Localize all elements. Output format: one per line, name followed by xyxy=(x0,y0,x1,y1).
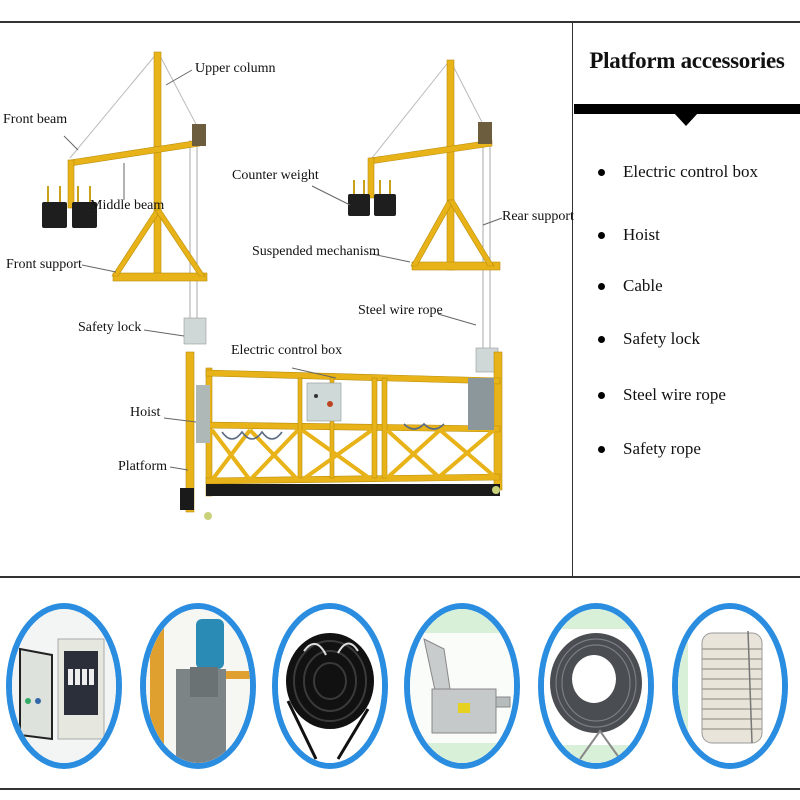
callout-front-support: Front support xyxy=(6,257,82,272)
gondola-illustration xyxy=(42,51,503,520)
accessories-panel: Platform accessories Electric control bo… xyxy=(574,22,800,577)
accessory-item: Cable xyxy=(598,276,663,296)
bullet-icon xyxy=(598,391,605,399)
bullet-icon xyxy=(598,282,605,290)
accessory-item: Hoist xyxy=(598,225,660,245)
bullet-icon xyxy=(598,168,605,176)
callout-steel-wire-rope: Steel wire rope xyxy=(358,303,443,318)
gondola-diagram xyxy=(0,22,573,577)
down-pointer-icon xyxy=(674,113,698,126)
bullet-icon xyxy=(598,335,605,343)
callout-front-beam: Front beam xyxy=(3,112,68,127)
safety-lock-icon xyxy=(404,603,520,769)
callout-counter-weight: Counter weight xyxy=(232,168,319,183)
callout-suspended-mechanism: Suspended mechanism xyxy=(252,244,380,259)
callout-electric-control-box: Electric control box xyxy=(231,343,343,358)
wire-rope-icon xyxy=(538,603,654,769)
top-rule xyxy=(0,21,800,23)
callout-rear-support: Rear support xyxy=(502,209,574,224)
hoist-icon xyxy=(140,603,256,769)
panel-title: Platform accessories xyxy=(589,48,785,73)
accessory-item: Safety lock xyxy=(598,329,700,349)
panel-divider xyxy=(572,22,573,577)
control-box-icon xyxy=(6,603,122,769)
callout-middle-beam: Middle beam xyxy=(90,198,165,213)
safety-rope-icon xyxy=(672,603,788,769)
accessory-thumbnails xyxy=(0,578,800,788)
accessory-item: Steel wire rope xyxy=(598,385,726,405)
callout-hoist: Hoist xyxy=(130,405,161,420)
callout-platform: Platform xyxy=(118,459,167,474)
accessory-item: Safety rope xyxy=(598,439,701,459)
callout-upper-column: Upper column xyxy=(195,61,276,76)
bullet-icon xyxy=(598,445,605,453)
bullet-icon xyxy=(598,231,605,239)
accessory-item: Electric control box xyxy=(598,162,758,182)
bottom-rule xyxy=(0,788,800,790)
cable-icon xyxy=(272,603,388,769)
middle-rule xyxy=(0,576,800,578)
title-underline-bar xyxy=(574,104,800,114)
callout-safety-lock: Safety lock xyxy=(78,320,142,335)
